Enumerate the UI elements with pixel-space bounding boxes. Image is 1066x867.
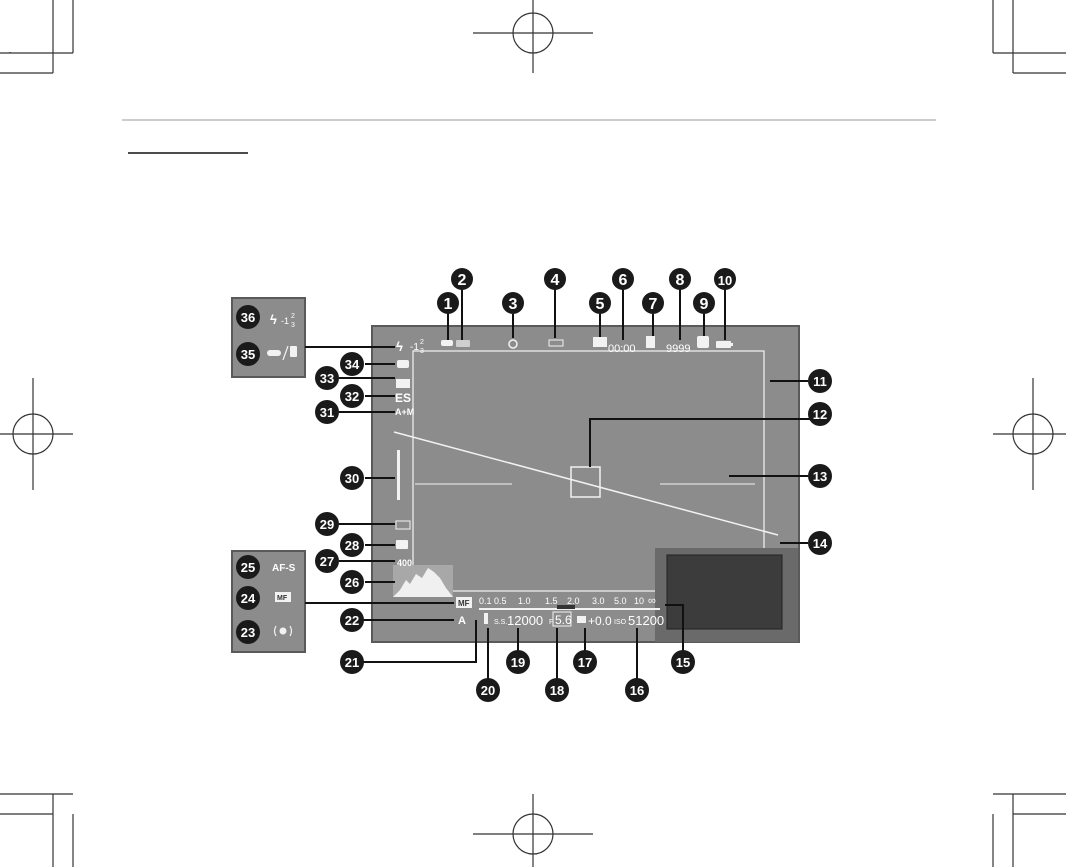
callout-2-label: 2 — [458, 272, 467, 289]
callout-32: 32 — [340, 384, 364, 408]
callout-3-label: 3 — [509, 296, 518, 313]
callout-31-label: 31 — [320, 405, 334, 420]
callout-12-label: 12 — [813, 407, 827, 422]
callout-30-label: 30 — [345, 471, 359, 486]
callout-25-label: 25 — [241, 560, 255, 575]
callout-36: 36 — [236, 305, 260, 329]
callout-5: 5 — [589, 292, 611, 314]
callout-7: 7 — [642, 292, 664, 314]
callout-18-label: 18 — [550, 683, 564, 698]
callout-4: 4 — [544, 268, 566, 290]
callout-24-label: 24 — [241, 591, 256, 606]
callout-6: 6 — [612, 268, 634, 290]
callout-19-label: 19 — [511, 655, 525, 670]
callout-26: 26 — [340, 570, 364, 594]
callout-13: 13 — [808, 464, 832, 488]
callout-29-label: 29 — [320, 517, 334, 532]
callout-34: 34 — [340, 352, 364, 376]
callout-26-label: 26 — [345, 575, 359, 590]
callout-13-label: 13 — [813, 469, 827, 484]
callout-29: 29 — [315, 512, 339, 536]
callout-35-label: 35 — [241, 347, 255, 362]
callout-12: 12 — [808, 402, 832, 426]
callout-10-label: 10 — [718, 273, 732, 288]
callout-27: 27 — [315, 549, 339, 573]
callout-15-label: 15 — [676, 655, 690, 670]
callout-8: 8 — [669, 268, 691, 290]
callout-18: 18 — [545, 678, 569, 702]
callout-1-label: 1 — [444, 296, 453, 313]
callout-20: 20 — [476, 678, 500, 702]
callout-23: 23 — [236, 620, 260, 644]
callout-23-label: 23 — [241, 625, 255, 640]
callout-11: 11 — [808, 369, 832, 393]
callout-28: 28 — [340, 533, 364, 557]
callout-17: 17 — [573, 650, 597, 674]
callout-32-label: 32 — [345, 389, 359, 404]
callout-33: 33 — [315, 366, 339, 390]
callout-31: 31 — [315, 400, 339, 424]
callout-9-label: 9 — [700, 296, 709, 313]
callout-14-label: 14 — [813, 536, 828, 551]
callout-1: 1 — [437, 292, 459, 314]
callout-5-label: 5 — [596, 296, 605, 313]
callout-36-label: 36 — [241, 310, 255, 325]
callout-30: 30 — [340, 466, 364, 490]
callout-21-label: 21 — [345, 655, 359, 670]
callout-22-label: 22 — [345, 613, 359, 628]
callout-7-label: 7 — [649, 296, 658, 313]
callout-16: 16 — [625, 678, 649, 702]
callout-2: 2 — [451, 268, 473, 290]
callout-19: 19 — [506, 650, 530, 674]
callout-15: 15 — [671, 650, 695, 674]
callout-11-label: 11 — [813, 374, 827, 389]
callout-6-label: 6 — [619, 272, 628, 289]
callout-28-label: 28 — [345, 538, 359, 553]
callout-3: 3 — [502, 292, 524, 314]
callout-14: 14 — [808, 531, 832, 555]
callout-34-label: 34 — [345, 357, 360, 372]
callout-24: 24 — [236, 586, 260, 610]
callout-10: 10 — [714, 268, 736, 290]
callout-4-label: 4 — [551, 272, 560, 289]
callout-17-label: 17 — [578, 655, 592, 670]
callout-16-label: 16 — [630, 683, 644, 698]
callout-25: 25 — [236, 555, 260, 579]
callout-22: 22 — [340, 608, 364, 632]
callout-8-label: 8 — [676, 272, 685, 289]
callout-21: 21 — [340, 650, 364, 674]
callout-20-label: 20 — [481, 683, 495, 698]
callout-35: 35 — [236, 342, 260, 366]
callout-27-label: 27 — [320, 554, 334, 569]
callout-9: 9 — [693, 292, 715, 314]
callout-33-label: 33 — [320, 371, 334, 386]
